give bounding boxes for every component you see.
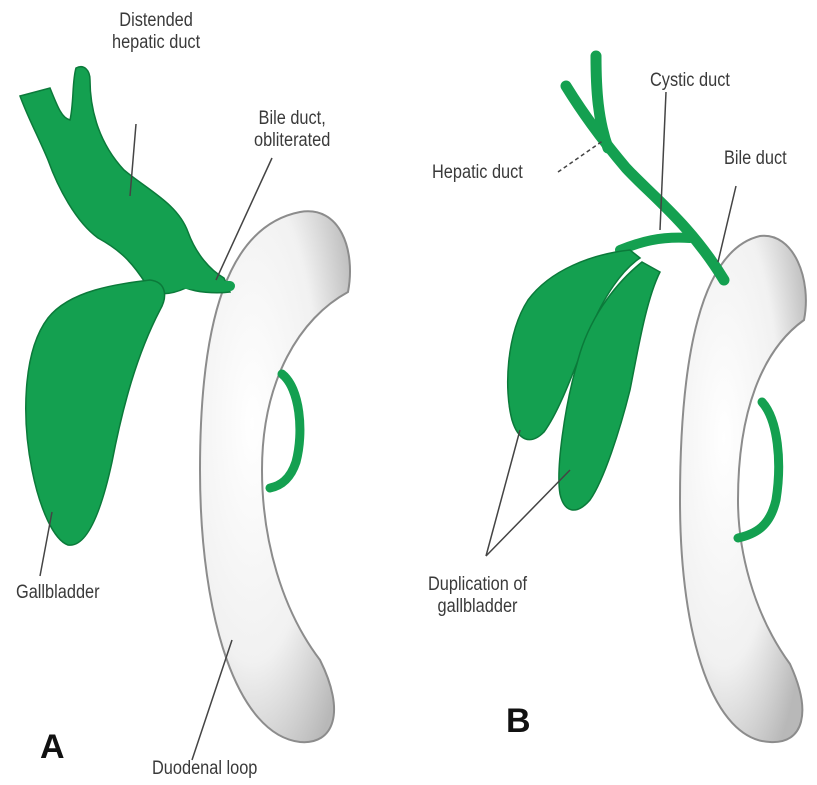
gallbladder-a [26,280,165,545]
leader-duplication-lower [486,470,570,556]
label-bile-duct-obliterated-line1: Bile duct, [254,108,330,130]
panel-a-illustration [20,67,350,742]
label-duplication-line2: gallbladder [428,596,527,618]
duodenal-loop-b [680,236,806,742]
hepatic-duct-b [566,86,724,280]
leader-duplication-upper [486,430,520,556]
distended-hepatic-duct [20,67,230,294]
panel-letter-b: B [506,704,531,738]
label-hepatic-duct: Hepatic duct [432,162,523,184]
label-duplication-of-gallbladder: Duplication of gallbladder [428,574,527,618]
label-gallbladder: Gallbladder [16,582,100,604]
label-bile-duct-obliterated: Bile duct, obliterated [254,108,330,152]
label-distended-hepatic-duct-line2: hepatic duct [112,32,200,54]
leader-duodenal-loop [192,640,232,760]
label-cystic-duct: Cystic duct [650,70,730,92]
inner-duct-loop-a [270,374,300,488]
label-duplication-line1: Duplication of [428,574,527,596]
label-bile-duct-obliterated-line2: obliterated [254,130,330,152]
label-distended-hepatic-duct: Distended hepatic duct [112,10,200,54]
obliterated-bile-duct [186,284,230,286]
label-distended-hepatic-duct-line1: Distended [112,10,200,32]
label-bile-duct: Bile duct [724,148,787,170]
panel-letter-a: A [40,730,65,764]
leader-hepatic-duct [558,140,604,172]
label-duodenal-loop: Duodenal loop [152,758,257,780]
cystic-duct-b [620,238,690,250]
leader-gallbladder [40,512,52,576]
